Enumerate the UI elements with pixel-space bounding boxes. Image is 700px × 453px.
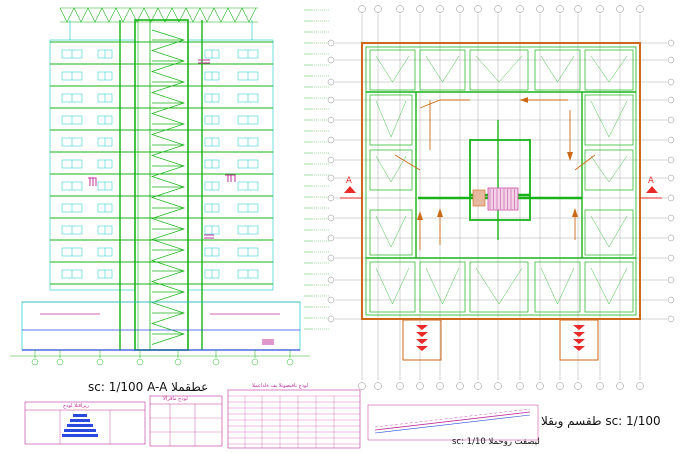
- ramp-arrows: [416, 325, 585, 351]
- floor-plan: [327, 5, 675, 390]
- railings: [88, 59, 274, 345]
- detail-title: sc: 1/10 ليصفت روحملا: [452, 437, 540, 447]
- arrow-heads: [417, 97, 578, 220]
- section-title: sc: 1/100 A-A عطقملا: [88, 380, 209, 394]
- plan-title: طقسم وبقلا sc: 1/100: [541, 414, 661, 428]
- floor-slabs: [50, 41, 273, 285]
- table-right-title: لودج تافيصوتلا يف ةلداعملا: [252, 383, 309, 389]
- plan-stair: [472, 187, 519, 211]
- ground-level: [10, 301, 310, 357]
- section-drawing: [10, 7, 330, 366]
- schedule-table-left: [24, 401, 146, 445]
- table-left-title: ريراقتلا لودج: [63, 403, 89, 409]
- section-marker-left: A: [346, 176, 352, 186]
- schedule-table-right: [227, 389, 361, 449]
- schedule-table-mid: [149, 395, 223, 447]
- section-marker-right: A: [648, 176, 654, 186]
- windows: [61, 49, 259, 279]
- detail-profile: [367, 404, 539, 441]
- section-markers: [340, 186, 662, 199]
- roof-truss: [59, 7, 258, 23]
- circulation-arrows: [394, 99, 596, 250]
- table-mid-title: لودج ماقرألا: [163, 396, 188, 402]
